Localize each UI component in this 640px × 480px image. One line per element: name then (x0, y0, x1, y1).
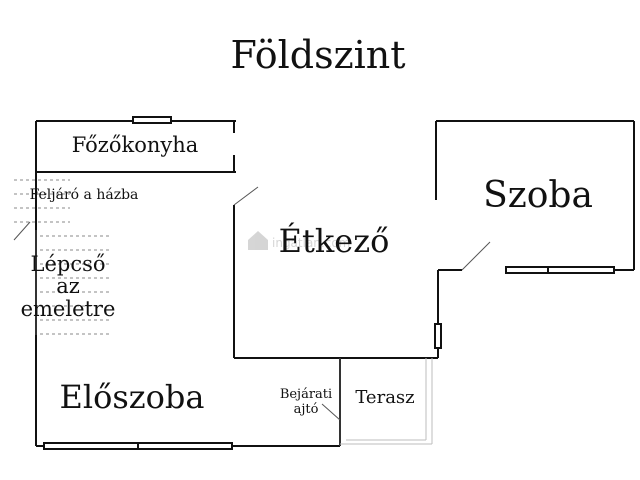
staircase (13, 179, 110, 335)
room-label-feljaro: Feljáró a házba (30, 187, 139, 203)
plan-title: Földszint (230, 33, 405, 77)
windows (43, 116, 615, 450)
room-label-lepcso-3: emeletre (21, 297, 116, 321)
window-bottom-left (43, 442, 139, 450)
door-swings (233, 186, 491, 421)
room-label-bejarati-1: Bejárati (280, 387, 332, 402)
window-bottom-right (137, 442, 233, 450)
inner-walls (35, 121, 462, 446)
room-label-terasz: Terasz (355, 387, 414, 408)
room-label-fozokonyha: Főzőkonyha (72, 133, 199, 157)
window-szoba-2 (547, 266, 615, 274)
room-label-lepcso-1: Lépcső (31, 252, 106, 276)
window-szoba-1 (505, 266, 549, 274)
room-label-szoba: Szoba (483, 175, 593, 216)
room-label-lepcso-2: az (56, 274, 80, 298)
room-label-bejarati-2: ajtó (294, 402, 319, 417)
window-etkezo-side (434, 323, 442, 349)
house-logo-icon (248, 231, 268, 250)
window-top (132, 116, 172, 124)
watermark: ingatlan.com (248, 231, 350, 250)
room-label-etkezo: Étkező (279, 222, 390, 260)
room-label-eloszoba: Előszoba (60, 378, 205, 416)
watermark-text: ingatlan.com (272, 236, 350, 250)
